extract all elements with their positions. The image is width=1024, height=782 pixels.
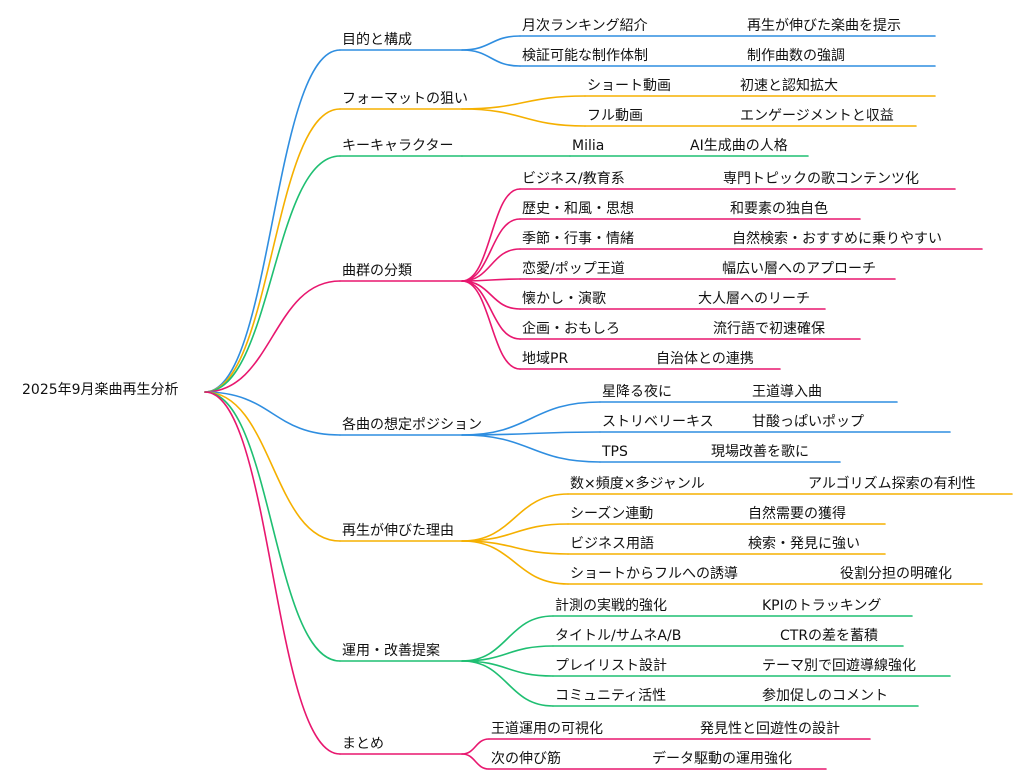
child-connector-3-4 <box>461 280 521 310</box>
branch-label-0: 目的と構成 <box>342 32 412 48</box>
child-detail-5-0: アルゴリズム探索の有利性 <box>808 475 976 492</box>
child-label-0-1: 検証可能な制作体制 <box>522 48 648 64</box>
child-connector-4-0 <box>461 401 601 436</box>
branch-connector-4 <box>204 391 341 436</box>
node-labels: 2025年9月楽曲再生分析 目的と構成月次ランキング紹介再生が伸びた楽曲を提示検… <box>22 18 976 767</box>
branch-connector-1 <box>204 108 341 393</box>
child-detail-3-4: 大人層へのリーチ <box>698 291 810 307</box>
child-detail-0-1: 制作曲数の強調 <box>747 48 845 64</box>
branch-label-3: 曲群の分類 <box>342 263 412 279</box>
child-label-4-2: TPS <box>601 444 628 460</box>
child-connector-6-2 <box>461 660 554 677</box>
child-connector-1-0 <box>461 95 586 110</box>
child-detail-3-0: 専門トピックの歌コンテンツ化 <box>723 171 919 187</box>
child-connector-3-5 <box>461 280 521 340</box>
branch-connector-2 <box>204 155 341 393</box>
child-label-3-3: 恋愛/ポップ王道 <box>522 260 625 277</box>
child-connector-5-0 <box>461 493 569 542</box>
child-connector-6-0 <box>461 615 554 662</box>
child-detail-3-5: 流行語で初速確保 <box>713 320 825 337</box>
child-connector-4-2 <box>461 434 601 463</box>
child-label-5-0: 数×頻度×多ジャンル <box>570 475 705 492</box>
child-label-3-6: 地域PR <box>522 351 568 367</box>
child-connector-4-1 <box>461 431 601 436</box>
child-connector-6-1 <box>461 645 554 662</box>
branch-connector-3 <box>204 280 341 393</box>
child-label-1-1: フル動画 <box>587 108 643 124</box>
child-detail-6-1: CTRの差を蓄積 <box>780 628 878 644</box>
child-label-2-0: Milia <box>572 138 604 154</box>
child-connector-3-6 <box>461 280 521 370</box>
child-label-6-0: 計測の実戦的強化 <box>555 598 667 614</box>
child-connector-3-1 <box>461 218 521 282</box>
connector-lines <box>204 35 1013 770</box>
child-label-3-1: 歴史・和風・思想 <box>522 201 634 217</box>
child-label-0-0: 月次ランキング紹介 <box>522 18 648 34</box>
child-detail-5-3: 役割分担の明確化 <box>840 565 952 582</box>
child-detail-4-1: 甘酸っぱいポップ <box>752 414 864 430</box>
branch-label-5: 再生が伸びた理由 <box>342 523 454 539</box>
child-connector-3-0 <box>461 188 521 282</box>
child-detail-3-2: 自然検索・おすすめに乗りやすい <box>732 230 942 247</box>
child-label-6-2: プレイリスト設計 <box>555 658 667 674</box>
child-detail-4-2: 現場改善を歌に <box>711 444 809 460</box>
child-connector-5-1 <box>461 523 569 542</box>
child-connector-3-2 <box>461 248 521 282</box>
branch-connector-6 <box>204 391 341 662</box>
branch-label-1: フォーマットの狙い <box>342 91 468 107</box>
child-detail-6-0: KPIのトラッキング <box>762 598 881 614</box>
child-label-3-5: 企画・おもしろ <box>522 320 620 337</box>
child-connector-1-1 <box>461 108 586 127</box>
branch-connector-0 <box>204 49 341 393</box>
child-connector-0-0 <box>461 35 521 51</box>
child-label-5-3: ショートからフルへの誘導 <box>570 566 738 582</box>
child-detail-5-1: 自然需要の獲得 <box>748 505 846 522</box>
child-detail-1-1: エンゲージメントと収益 <box>740 108 894 124</box>
child-label-3-2: 季節・行事・情緒 <box>522 230 634 247</box>
child-label-3-4: 懐かし・演歌 <box>522 290 606 307</box>
child-label-5-1: シーズン連動 <box>570 506 653 522</box>
child-label-5-2: ビジネス用語 <box>570 536 654 552</box>
branch-connector-5 <box>204 391 341 542</box>
child-detail-4-0: 王道導入曲 <box>752 384 822 400</box>
child-detail-3-6: 自治体との連携 <box>656 351 754 367</box>
child-connector-5-3 <box>461 540 569 585</box>
child-detail-3-3: 幅広い層へのアプローチ <box>722 261 876 277</box>
child-detail-6-2: テーマ別で回遊導線強化 <box>762 658 916 674</box>
child-connector-6-3 <box>461 660 554 707</box>
branch-label-7: まとめ <box>342 736 384 752</box>
child-label-4-1: ストリベリーキス <box>602 414 714 430</box>
child-connector-5-2 <box>461 540 569 555</box>
branch-label-2: キーキャラクター <box>342 138 453 154</box>
child-detail-7-0: 発見性と回遊性の設計 <box>700 721 840 737</box>
child-connector-0-1 <box>461 49 521 67</box>
root-node-label: 2025年9月楽曲再生分析 <box>22 382 179 398</box>
child-label-6-1: タイトル/サムネA/B <box>555 628 681 644</box>
child-label-7-1: 次の伸び筋 <box>491 750 561 767</box>
branch-label-4: 各曲の想定ポジション <box>342 417 482 433</box>
child-label-4-0: 星降る夜に <box>602 384 672 400</box>
child-detail-3-1: 和要素の独自色 <box>730 200 828 217</box>
child-detail-2-0: AI生成曲の人格 <box>690 138 788 154</box>
branch-label-6: 運用・改善提案 <box>342 642 440 659</box>
child-detail-0-0: 再生が伸びた楽曲を提示 <box>747 18 901 34</box>
branch-connector-7 <box>204 391 341 755</box>
child-detail-5-2: 検索・発見に強い <box>748 535 860 552</box>
child-label-3-0: ビジネス/教育系 <box>522 171 625 187</box>
child-connector-7-0 <box>461 738 490 755</box>
child-detail-7-1: データ駆動の運用強化 <box>652 750 792 767</box>
child-label-7-0: 王道運用の可視化 <box>491 721 603 737</box>
child-detail-6-3: 参加促しのコメント <box>762 687 888 704</box>
child-label-1-0: ショート動画 <box>587 78 671 94</box>
child-connector-7-1 <box>461 753 490 770</box>
child-label-6-3: コミュニティ活性 <box>555 688 666 704</box>
child-detail-1-0: 初速と認知拡大 <box>740 77 838 94</box>
